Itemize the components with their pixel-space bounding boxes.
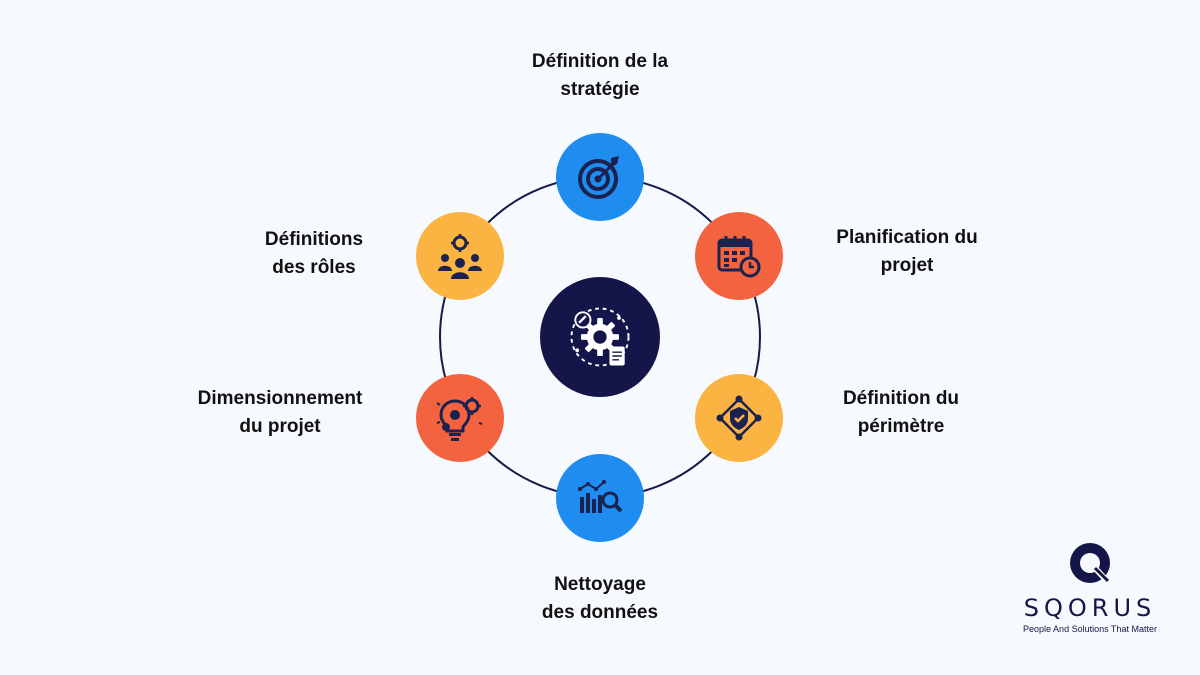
- step-label-roles: Définitions des rôles: [264, 229, 364, 278]
- calendar-clock-icon: [717, 236, 761, 278]
- step-node-scope: [695, 374, 783, 462]
- target-icon: [578, 156, 619, 199]
- process-gears-icon: [570, 307, 630, 367]
- sqorus-logo-icon: [1070, 543, 1111, 585]
- step-label-planning: Planification du projet: [836, 227, 978, 276]
- step-node-strategy: [556, 133, 644, 221]
- step-label-data-cleaning: Nettoyage des données: [541, 574, 659, 623]
- step-node-data-cleaning: [556, 454, 644, 542]
- step-label-scope: Définition du périmètre: [842, 388, 960, 437]
- step-label-sizing: Dimensionnement du projet: [197, 388, 363, 437]
- step-node-sizing: [416, 374, 504, 462]
- center-hub: [540, 277, 660, 397]
- brand-name: SQORUS: [1023, 594, 1157, 622]
- brand-logo: SQORUS People And Solutions That Matter: [1010, 538, 1170, 634]
- data-search-icon: [578, 480, 623, 513]
- shield-network-icon: [716, 395, 762, 441]
- brand-tagline: People And Solutions That Matter: [1023, 624, 1157, 634]
- team-gear-icon: [438, 234, 482, 279]
- step-node-roles: [416, 212, 504, 300]
- step-label-strategy: Définition de la stratégie: [531, 51, 669, 100]
- step-node-planning: [695, 212, 783, 300]
- idea-gear-icon: [436, 397, 483, 441]
